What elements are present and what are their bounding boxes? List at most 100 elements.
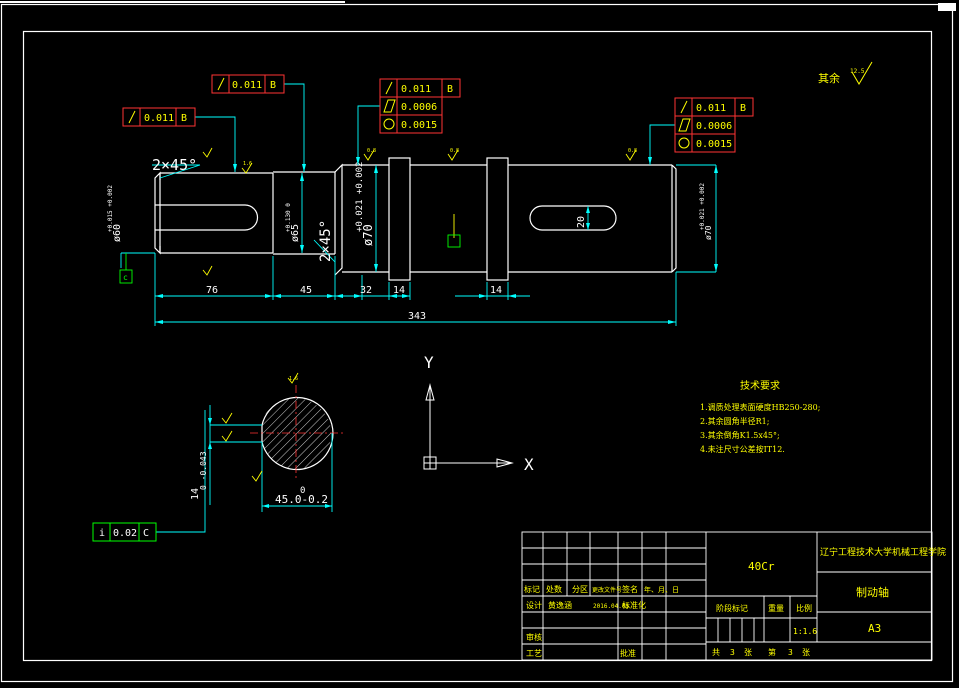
frame-right-datum: B <box>740 103 746 114</box>
roughness-symbol-icon <box>851 61 873 85</box>
dia-70-tol: +0.021 +0.002 <box>355 162 365 232</box>
tb-header-3: 更改文件号 <box>592 586 622 594</box>
tolerance-frame-top: 0.011 B <box>211 74 285 94</box>
title-block <box>521 531 933 661</box>
tb-header-4: 签名 <box>622 584 638 594</box>
rough-r2: 0.8 <box>367 148 376 154</box>
section-dim-arrows <box>208 418 332 508</box>
tb-header-2: 分区 <box>572 585 588 594</box>
runout-icon <box>385 81 393 95</box>
tech-requirements: 技术要求 1.调质处理表面硬度HB250-280; 2.其余圆角半径R1; 3.… <box>700 379 820 454</box>
dim-14b: 14 <box>490 285 502 296</box>
roughness-values: 1.6 0.8 0.8 0.8 <box>243 148 637 167</box>
rough-r1: 1.6 <box>243 161 252 167</box>
frame-right-runout: 0.011 <box>696 103 726 114</box>
surface-finish-rest: 其余 12.5 <box>818 61 873 85</box>
rough-r4: 0.8 <box>628 148 637 154</box>
tb-school: 辽宁工程技术大学机械工程学院 <box>820 546 946 558</box>
tech-req-title: 技术要求 <box>740 379 780 392</box>
runout-icon <box>128 110 136 124</box>
dia-60: ø60 <box>112 224 123 242</box>
section-texts: 45.0-0.2 0 14 0 -0.043 1.6 <box>190 376 328 506</box>
tb-header-0: 标记 <box>524 584 540 594</box>
tolerance-frame-section: i 0.02 C <box>92 522 157 542</box>
tech-req-item-1: 1.调质处理表面硬度HB250-280; <box>700 402 820 412</box>
tolerance-frame-left: 0.011 B <box>122 107 196 127</box>
section-depth-top: 0 <box>300 486 305 496</box>
dim-14a: 14 <box>393 285 405 296</box>
tb-review: 审核 <box>526 632 542 642</box>
tb-sheets-total-label: 共 <box>712 648 720 657</box>
section-roughness <box>221 372 299 482</box>
dimension-texts: 76 45 32 14 14 343 <box>206 285 502 322</box>
shaft-main-view <box>154 157 677 281</box>
frame-left-datum: B <box>181 113 187 124</box>
surface-rest-value: 12.5 <box>850 68 865 75</box>
frame-mid-cyl: 0.0006 <box>401 102 437 113</box>
section-key-tol: 0 -0.043 <box>199 451 208 490</box>
frame-section-label: i <box>99 528 105 539</box>
runout-icon <box>680 100 688 114</box>
frame-left-value: 0.011 <box>144 113 174 124</box>
tb-date: 2016.04.05 <box>593 603 630 610</box>
section-mark-top: 1.6 <box>289 376 298 382</box>
tb-part-name: 制动轴 <box>856 585 889 599</box>
section-depth: 45.0-0.2 <box>275 493 328 506</box>
tb-standard: 标准化 <box>622 600 646 610</box>
tb-approve: 批准 <box>620 648 636 658</box>
dia-70: ø70 <box>361 224 375 246</box>
tb-sheet-no: 3 <box>788 648 793 657</box>
cylindricity-icon <box>383 99 396 113</box>
tb-sheets-unit: 张 <box>744 648 752 657</box>
diameter-labels: ø60 +0.015 +0.002 ø65 +0.130 0 ø70 +0.02… <box>107 162 713 246</box>
section-view <box>250 385 345 480</box>
tb-scale: 1:1.6 <box>793 627 817 636</box>
tolerance-frame-right: 0.011 B 0.0006 0.0015 <box>674 97 754 153</box>
dim-76: 76 <box>206 285 218 296</box>
roughness-marks <box>202 147 637 276</box>
dia-70r-tol: +0.021 +0.002 <box>699 183 706 230</box>
tech-req-item-4: 4.未注尺寸公差按IT12. <box>700 444 785 454</box>
frame-mid-runout: 0.011 <box>401 84 431 95</box>
dim-32: 32 <box>360 285 372 296</box>
dia-60-tol: +0.015 +0.002 <box>107 185 114 232</box>
frame-mid-round: 0.0015 <box>401 120 437 131</box>
tb-sheets-total: 3 <box>730 648 735 657</box>
dim-343: 343 <box>408 311 426 322</box>
dim-45: 45 <box>300 285 312 296</box>
frame-right-cyl: 0.0006 <box>696 121 732 132</box>
tb-scale-label: 比例 <box>796 603 812 613</box>
tolerance-frame-mid: 0.011 B 0.0006 0.0015 <box>379 78 461 134</box>
frame-top-datum: B <box>270 80 276 91</box>
tb-stage: 阶段标记 <box>716 603 748 613</box>
frame-section-value: 0.02 <box>113 528 137 539</box>
drawing-frame <box>22 30 933 662</box>
frame-top-value: 0.011 <box>232 80 262 91</box>
chamfer-left: 2×45° <box>152 156 197 174</box>
tb-designer: 黄逸涵 <box>548 600 572 610</box>
tb-drawing-no: A3 <box>868 622 881 635</box>
section-key-width: 14 <box>190 488 201 500</box>
datum-center-box <box>447 234 461 248</box>
rough-r3: 0.8 <box>450 148 459 154</box>
tolerance-leader-arrows <box>233 157 652 172</box>
axis-x-label: X <box>524 455 534 474</box>
datum-c-label: c <box>123 273 128 282</box>
dimension-arrows <box>155 165 718 324</box>
frame-section-datum: C <box>143 528 149 539</box>
axis-y-label: Y <box>424 353 434 372</box>
datum-c: c <box>119 253 133 284</box>
sheet-border <box>0 3 954 683</box>
frame-right-round: 0.0015 <box>696 139 732 150</box>
tolerance-leaders <box>195 83 675 172</box>
tb-process: 工艺 <box>526 649 542 658</box>
title-block-text: 标记 处数 分区 更改文件号 签名 年、月、日 设计 黄逸涵 2016.04.0… <box>524 546 946 658</box>
frame-mid-datum: B <box>447 84 453 95</box>
tb-design-label: 设计 <box>526 600 542 610</box>
tb-sheet-unit: 张 <box>802 648 810 657</box>
chamfer-mid: 2×45° <box>318 220 334 262</box>
keyway-width: 20 <box>576 216 587 228</box>
runout-icon <box>217 77 225 91</box>
surface-rest-label: 其余 <box>818 71 840 85</box>
